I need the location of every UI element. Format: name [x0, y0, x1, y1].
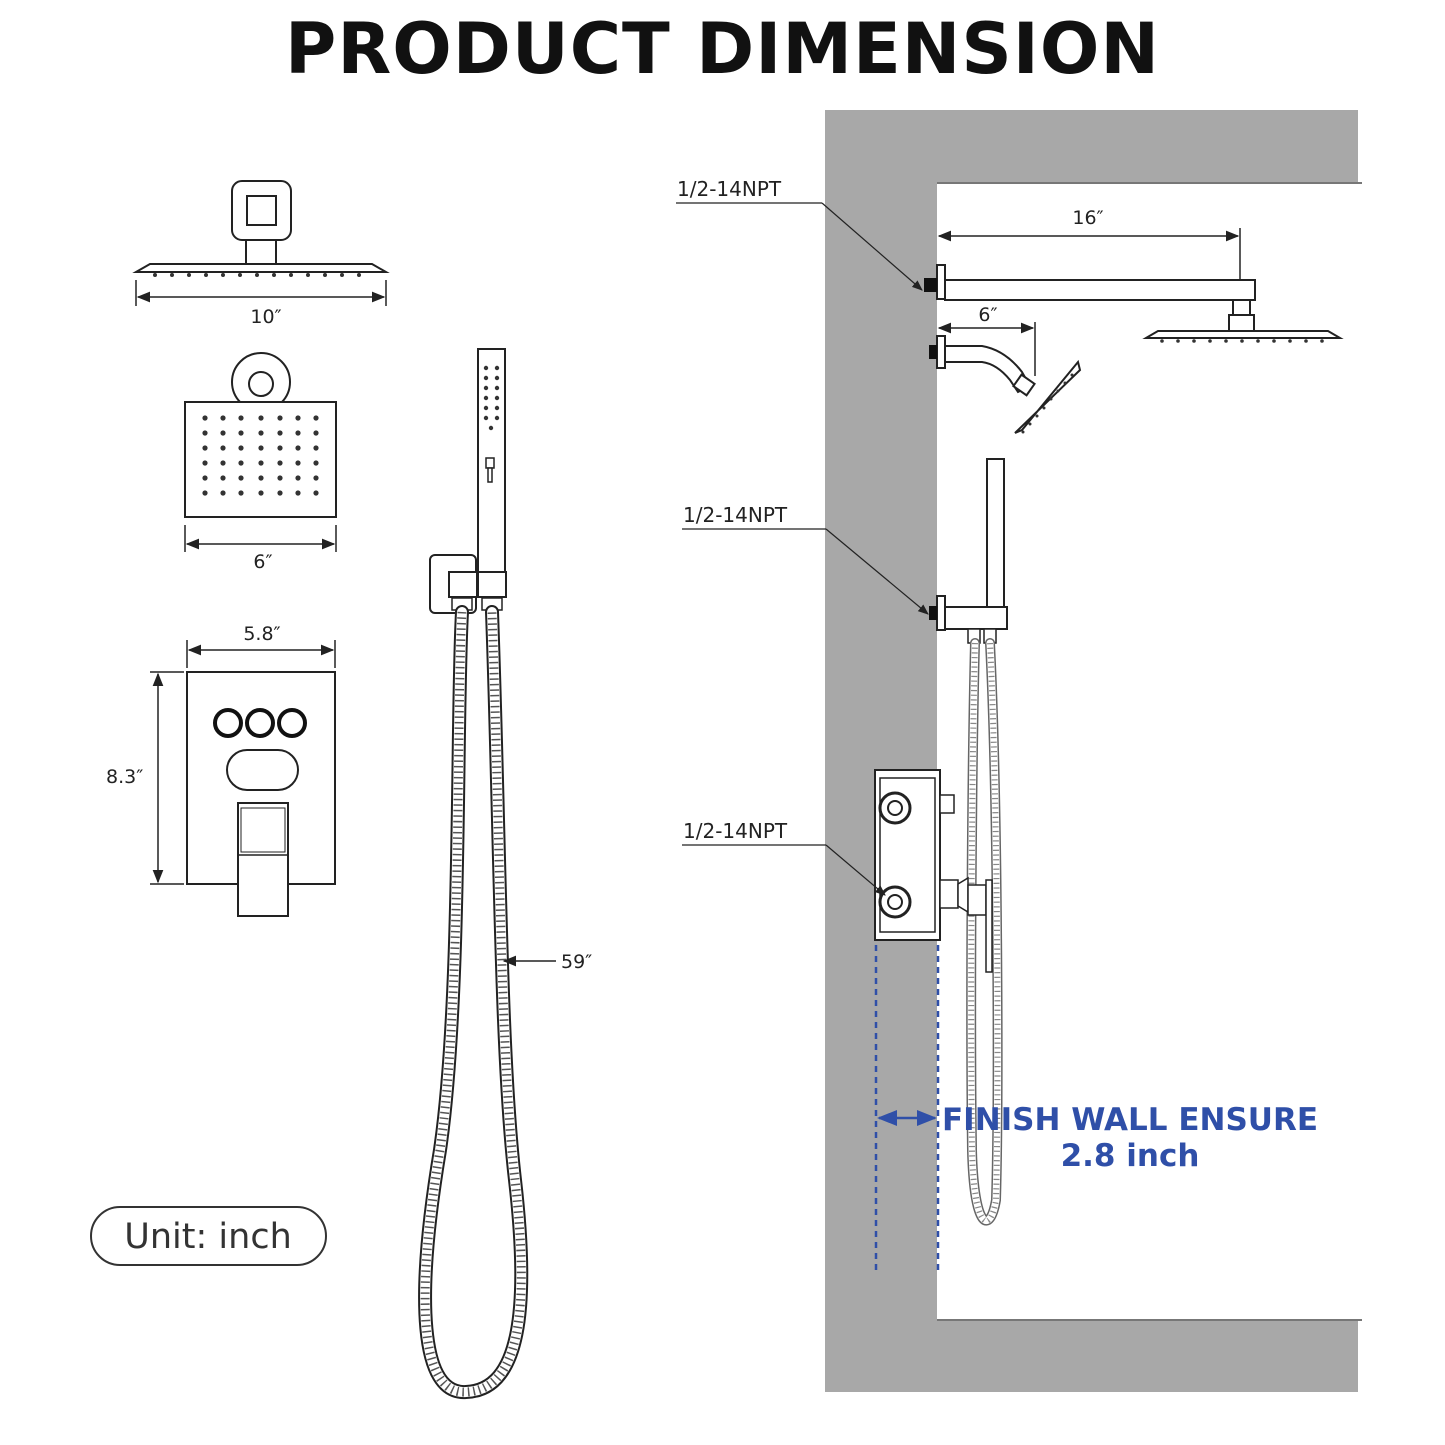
- short-arm-length-label: 6″: [978, 304, 997, 326]
- valve-plate-width-label: 5.8″: [243, 623, 280, 645]
- npt-bottom-text: 1/2-14NPT: [683, 819, 788, 843]
- page-title: PRODUCT DIMENSION: [285, 8, 1160, 90]
- finish-wall-note-line2: 2.8 inch: [1061, 1138, 1200, 1174]
- npt-label-middle: 1/2-14NPT: [682, 503, 929, 615]
- rain-head-width-label: 10″: [250, 306, 281, 328]
- wall-section: [825, 110, 1362, 1392]
- short-arm-assembly: [929, 335, 1082, 434]
- npt-label-top: 1/2-14NPT: [676, 177, 923, 291]
- rain-head-width-dimension: 10″: [135, 280, 387, 328]
- valve-plate-width-dimension: 5.8″: [186, 623, 336, 668]
- finish-wall-note-line1: FINISH WALL ENSURE: [942, 1102, 1318, 1138]
- hose-length-dimension: 59″: [502, 951, 592, 973]
- finish-wall-note: FINISH WALL ENSURE 2.8 inch: [942, 1102, 1318, 1174]
- hose-length-label: 59″: [561, 951, 592, 973]
- valve-plate-height-dimension: 8.3″: [106, 671, 184, 885]
- rain-head-side-view: [132, 180, 390, 277]
- shower-arm-assembly: [924, 264, 1344, 343]
- shower-arm-length-label: 16″: [1072, 207, 1103, 229]
- unit-badge: Unit: inch: [90, 1206, 327, 1266]
- finish-wall-dimension: [874, 945, 940, 1275]
- handheld-shower: [429, 348, 507, 614]
- short-arm-length-dimension: 6″: [937, 304, 1036, 376]
- wall-handheld-assembly: [929, 458, 1008, 1226]
- npt-middle-text: 1/2-14NPT: [683, 503, 788, 527]
- valve-trim-plate: [186, 671, 336, 917]
- npt-label-bottom: 1/2-14NPT: [682, 819, 886, 896]
- valve-plate-height-label: 8.3″: [106, 766, 143, 788]
- shower-head-front-view: [184, 352, 337, 518]
- shower-arm-length-dimension: 16″: [937, 207, 1241, 280]
- npt-top-text: 1/2-14NPT: [677, 177, 782, 201]
- rough-in-valve-box: [874, 769, 993, 973]
- unit-badge-label: Unit: inch: [124, 1217, 292, 1257]
- head-face-width-label: 6″: [253, 551, 272, 573]
- head-face-width-dimension: 6″: [184, 525, 337, 573]
- shower-hose: [418, 605, 529, 1399]
